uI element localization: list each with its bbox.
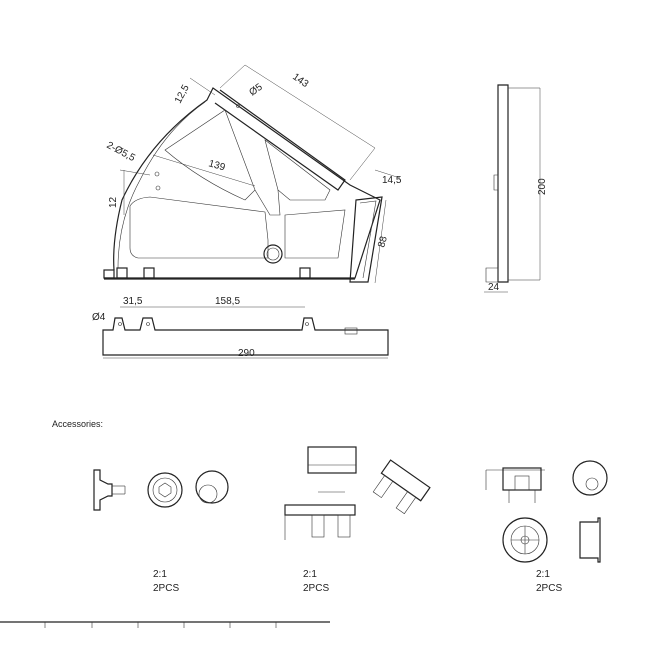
- accessory-1-drawing: [93, 469, 229, 511]
- dim-200: 200: [537, 178, 548, 195]
- accessory-3-scale: 2:1: [536, 569, 550, 580]
- dim-12-5: 12,5: [173, 83, 192, 106]
- dim-24: 24: [488, 282, 500, 293]
- accessory-1-qty: 2PCS: [153, 583, 179, 594]
- dim-158-5: 158,5: [215, 296, 240, 307]
- dim-phi5: Ø5: [247, 82, 265, 99]
- dim-phi4: Ø4: [92, 312, 106, 323]
- dim-88: 88: [376, 235, 390, 249]
- accessory-1-scale: 2:1: [153, 569, 167, 580]
- accessories-title: Accessories:: [52, 419, 103, 429]
- accessory-2-scale: 2:1: [303, 569, 317, 580]
- dim-14-5: 14,5: [382, 175, 402, 186]
- bottom-view: [102, 306, 389, 359]
- dim-139: 139: [207, 158, 226, 173]
- accessory-3-qty: 2PCS: [536, 583, 562, 594]
- accessory-2-drawing: [284, 446, 431, 540]
- side-view: [484, 84, 541, 293]
- accessory-3-drawing: [485, 460, 608, 563]
- dim-290: 290: [238, 348, 255, 359]
- dim-143: 143: [290, 71, 310, 90]
- front-view: [103, 64, 401, 284]
- dim-2-phi5-5: 2-Ø5,5: [105, 140, 138, 164]
- title-block-border: [0, 621, 330, 628]
- dim-12: 12: [108, 196, 119, 208]
- accessory-2-qty: 2PCS: [303, 583, 329, 594]
- dim-31-5: 31,5: [123, 296, 143, 307]
